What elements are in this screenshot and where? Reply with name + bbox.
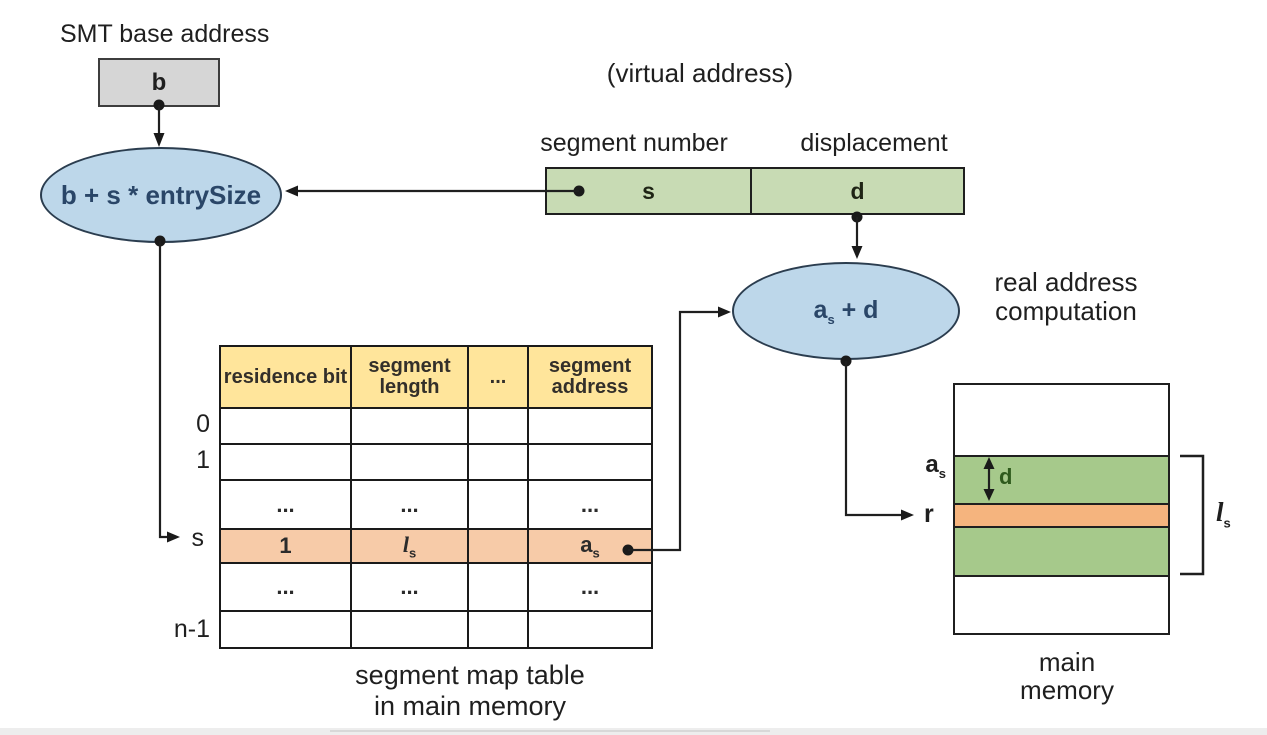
header-ellipsis: ... <box>467 345 529 409</box>
real-address-line1: real address <box>994 267 1138 297</box>
memory-l-subscript: s <box>1223 515 1231 531</box>
memory-as-label: as <box>898 451 946 481</box>
memory-ls-label: ls <box>1216 497 1231 530</box>
cell-dots: ... <box>527 479 653 530</box>
address-subscript: s <box>592 545 600 561</box>
cell-dots: ... <box>350 479 469 530</box>
cell-segment-address-value: as <box>527 528 653 564</box>
memory-caption-line1: main <box>1038 647 1096 677</box>
table-row-s: 1 ls as <box>219 528 653 564</box>
table-row-dots-upper: ... ... ... <box>219 479 653 530</box>
length-l: l <box>402 531 409 557</box>
row-label-0: 0 <box>196 410 210 438</box>
smt-base-register-value: b <box>151 68 167 96</box>
cell-dots: ... <box>219 479 352 530</box>
arrowhead-down-icon <box>153 133 165 147</box>
cell <box>467 443 529 481</box>
header-residence-bit: residence bit <box>219 345 352 409</box>
table-row-1 <box>219 443 653 481</box>
table-row-dots-lower: ... ... ... <box>219 562 653 612</box>
memory-segment-green-upper <box>955 455 1168 505</box>
cell <box>219 610 352 649</box>
cell <box>467 610 529 649</box>
cell <box>219 407 352 445</box>
header-segment-address: segment address <box>527 345 653 409</box>
cell <box>527 407 653 445</box>
arrowhead-down-icon <box>851 246 863 259</box>
virtual-address-box: s d <box>545 167 965 215</box>
arrowhead-right-icon <box>901 509 914 521</box>
cell-dots: ... <box>350 562 469 612</box>
arrowhead-right-icon <box>718 306 731 318</box>
cell <box>527 443 653 481</box>
arrowhead-left-icon <box>285 185 298 197</box>
formula-a-subscript: s <box>827 311 835 327</box>
formula-plus-d: + d <box>834 295 879 324</box>
main-memory-caption: main memory <box>987 648 1147 704</box>
segment-number-field: s <box>547 169 750 213</box>
cell <box>467 528 529 564</box>
real-address-formula: as + d <box>814 296 879 327</box>
smt-base-address-label: SMT base address <box>60 20 270 48</box>
line-compute2-to-r <box>844 361 902 517</box>
displacement-value: d <box>850 177 865 204</box>
real-address-computation-label: real address computation <box>960 268 1172 326</box>
cell-residence-bit-value: 1 <box>219 528 352 564</box>
table-row-n-1 <box>219 610 653 649</box>
bottom-edge-line <box>330 730 770 732</box>
row-label-s: s <box>191 524 205 552</box>
real-address-line2: computation <box>995 296 1137 326</box>
smt-base-register-box: b <box>98 58 220 107</box>
real-address-compute-ellipse: as + d <box>732 262 960 360</box>
cell <box>467 407 529 445</box>
cell-dots: ... <box>219 562 352 612</box>
segment-map-table: residence bit segment length ... segment… <box>219 345 653 649</box>
memory-l: l <box>1216 497 1224 527</box>
cell <box>350 443 469 481</box>
cell <box>350 610 469 649</box>
memory-a: a <box>925 451 939 478</box>
row-label-1: 1 <box>196 446 210 474</box>
memory-a-subscript: s <box>938 465 946 481</box>
length-subscript: s <box>408 545 417 561</box>
ls-bracket <box>1180 454 1205 576</box>
cell <box>350 407 469 445</box>
line-compute1-to-srow <box>158 241 168 539</box>
entry-address-compute-ellipse: b + s * entrySize <box>40 147 282 243</box>
memory-target-word-orange <box>955 505 1168 526</box>
cell-dots: ... <box>527 562 653 612</box>
cell <box>467 562 529 612</box>
memory-caption-line2: memory <box>1020 675 1114 705</box>
cell <box>219 443 352 481</box>
segment-number-value: s <box>642 177 655 204</box>
main-memory-box <box>953 383 1170 635</box>
cell <box>527 610 653 649</box>
table-row-0 <box>219 407 653 445</box>
header-segment-length: segment length <box>350 345 469 409</box>
cell-segment-length-value: ls <box>350 528 469 564</box>
row-label-n-1: n-1 <box>173 615 210 643</box>
memory-d-label: d <box>999 464 1013 489</box>
segment-map-table-caption: segment map table in main memory <box>330 660 610 722</box>
segment-number-label: segment number <box>540 129 728 157</box>
memory-segment-green-lower <box>955 526 1168 577</box>
displacement-field: d <box>750 169 963 213</box>
table-header-row: residence bit segment length ... segment… <box>219 345 653 409</box>
memory-r-label: r <box>924 500 934 528</box>
caption-line1: segment map table <box>355 660 585 690</box>
address-a: a <box>580 531 593 557</box>
cell <box>467 479 529 530</box>
virtual-address-title: (virtual address) <box>606 58 794 88</box>
formula-a: a <box>813 295 828 324</box>
caption-line2: in main memory <box>373 691 567 721</box>
entry-address-formula: b + s * entrySize <box>60 179 262 210</box>
displacement-label: displacement <box>800 129 948 157</box>
